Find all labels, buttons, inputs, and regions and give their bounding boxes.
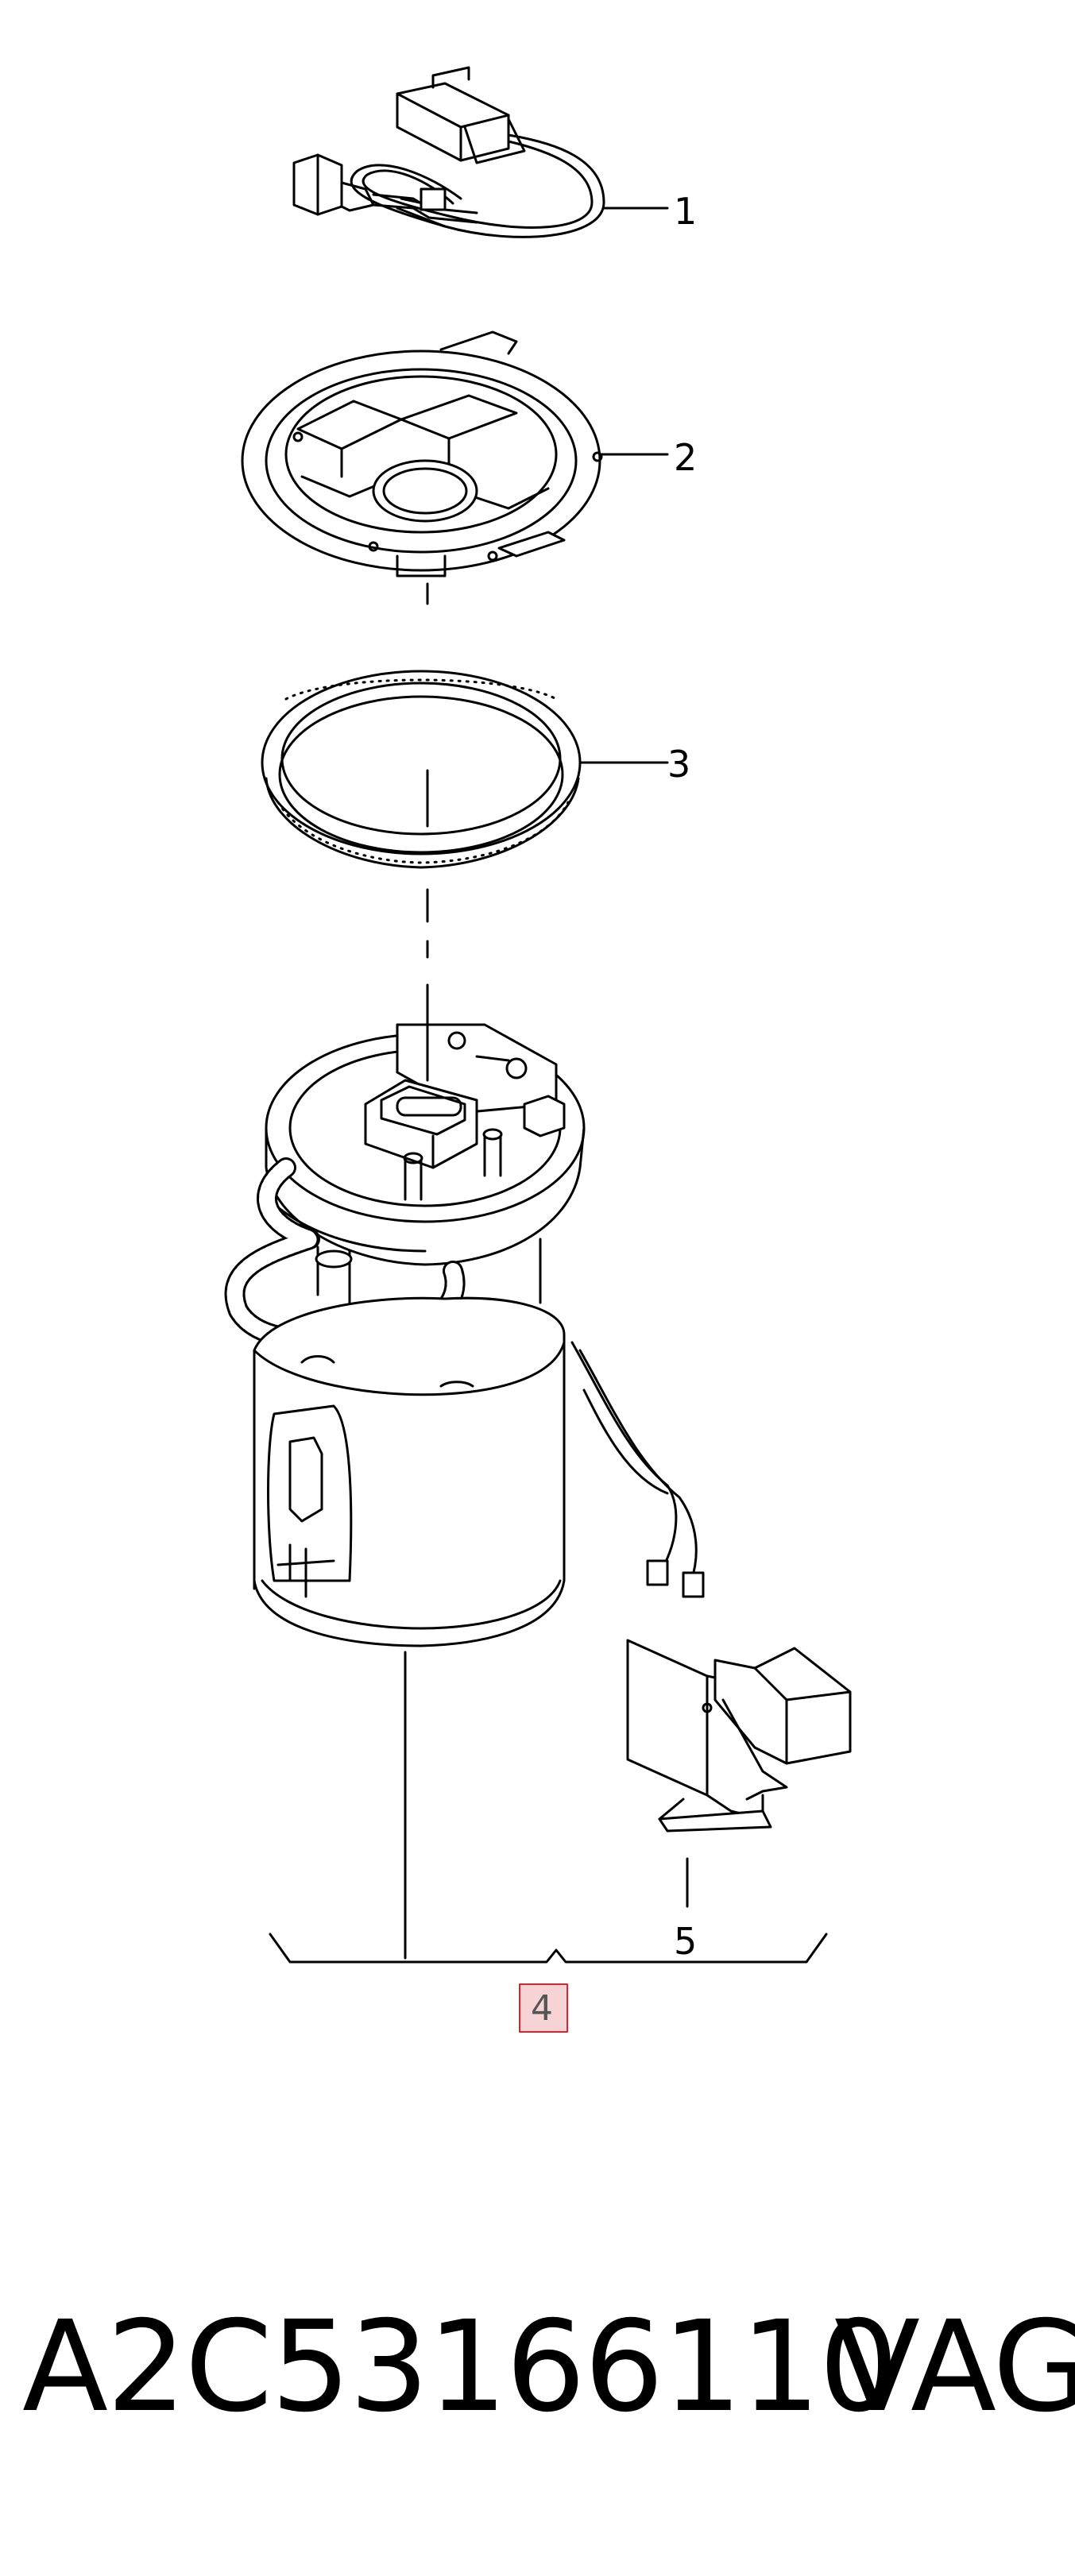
- brand-label: VAG: [834, 2294, 1075, 2440]
- part-3-seal-ring: [261, 670, 669, 959]
- assembly-bracket: [269, 1933, 828, 1964]
- footer: A2C53166110 VAG: [0, 2288, 1075, 2447]
- part-1-wiring-harness: [292, 66, 669, 238]
- part-4-fuel-pump-module: [224, 983, 705, 1960]
- callout-5: 5: [674, 1920, 697, 1963]
- part-number: A2C53166110: [22, 2294, 899, 2440]
- callout-3: 3: [667, 743, 690, 786]
- callout-4-highlight: [519, 1983, 568, 2033]
- part-2-locking-ring: [241, 330, 669, 605]
- callout-2: 2: [674, 436, 697, 479]
- callout-1: 1: [674, 190, 697, 233]
- part-5-level-sender: [626, 1639, 852, 1908]
- callout-4: 4: [531, 1988, 553, 2029]
